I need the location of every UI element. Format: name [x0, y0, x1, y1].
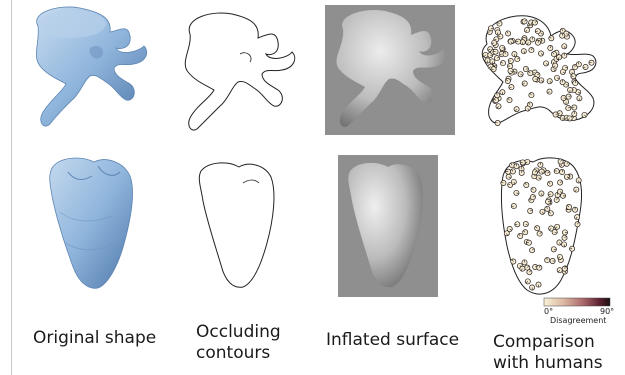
disagreement-legend: 0° 90° Disagreement — [540, 296, 615, 330]
legend-max-label: 90° — [600, 307, 614, 316]
gauge-marker — [560, 33, 565, 38]
gauge-marker — [511, 204, 516, 209]
gauge-marker — [564, 161, 569, 166]
gauge-marker — [549, 36, 554, 41]
comparison-humans-vertebra — [475, 8, 610, 138]
gauge-marker — [562, 266, 567, 271]
gauge-marker — [552, 230, 557, 235]
gauge-marker — [545, 206, 550, 211]
gauge-marker — [547, 79, 552, 84]
gauge-marker — [495, 120, 500, 125]
gauge-marker — [525, 106, 530, 111]
caption-comparison-humans-line2: with humans — [493, 353, 603, 374]
gauge-marker — [576, 62, 581, 67]
gauge-marker — [548, 211, 553, 216]
gauge-marker — [518, 72, 523, 77]
legend-min-label: 0° — [544, 307, 553, 316]
caption-comparison-humans: Comparison with humans — [493, 332, 603, 374]
legend-colorbar — [544, 298, 610, 306]
inflated-surface-vertebra — [325, 5, 455, 135]
caption-occluding-contours: Occluding contours — [196, 322, 281, 364]
gauge-marker — [491, 67, 496, 72]
gauge-marker — [566, 94, 571, 99]
left-rule — [11, 0, 12, 375]
gauge-marker — [524, 182, 529, 187]
gauge-marker — [537, 231, 542, 236]
gauge-marker — [525, 279, 530, 284]
gauge-marker — [535, 40, 540, 45]
caption-occluding-contours-line1: Occluding — [196, 322, 281, 343]
gauge-marker — [522, 19, 527, 24]
original-shape-vertebra — [20, 4, 155, 136]
gauge-marker — [558, 180, 563, 185]
original-shape-tooth — [42, 152, 142, 292]
occluding-contours-tooth — [193, 157, 283, 292]
gauge-marker — [554, 197, 559, 202]
gauge-marker — [528, 71, 533, 76]
gauge-marker — [530, 248, 535, 253]
gauge-marker — [510, 169, 515, 174]
inflated-surface-tooth — [338, 155, 438, 297]
occluding-contours-vertebra — [170, 8, 305, 136]
gauge-marker — [528, 208, 533, 213]
gauge-marker — [574, 187, 579, 192]
gauge-marker — [511, 259, 516, 264]
gauge-marker — [557, 254, 562, 259]
gauge-marker — [560, 169, 565, 174]
caption-occluding-contours-line2: contours — [196, 343, 281, 364]
gauge-marker — [544, 61, 549, 66]
gauge-marker — [492, 40, 497, 45]
comparison-humans-tooth — [497, 152, 592, 302]
gauge-marker — [526, 40, 531, 45]
gauge-marker — [539, 169, 544, 174]
gauge-marker — [506, 31, 511, 36]
gauge-marker — [495, 93, 500, 98]
gauge-marker — [553, 112, 558, 117]
legend-title: Disagreement — [550, 316, 606, 325]
caption-comparison-humans-line1: Comparison — [493, 332, 603, 353]
caption-original-shape: Original shape — [33, 328, 156, 349]
gauge-marker — [529, 93, 534, 98]
gauge-marker — [558, 159, 563, 164]
caption-inflated-surface: Inflated surface — [326, 330, 459, 351]
